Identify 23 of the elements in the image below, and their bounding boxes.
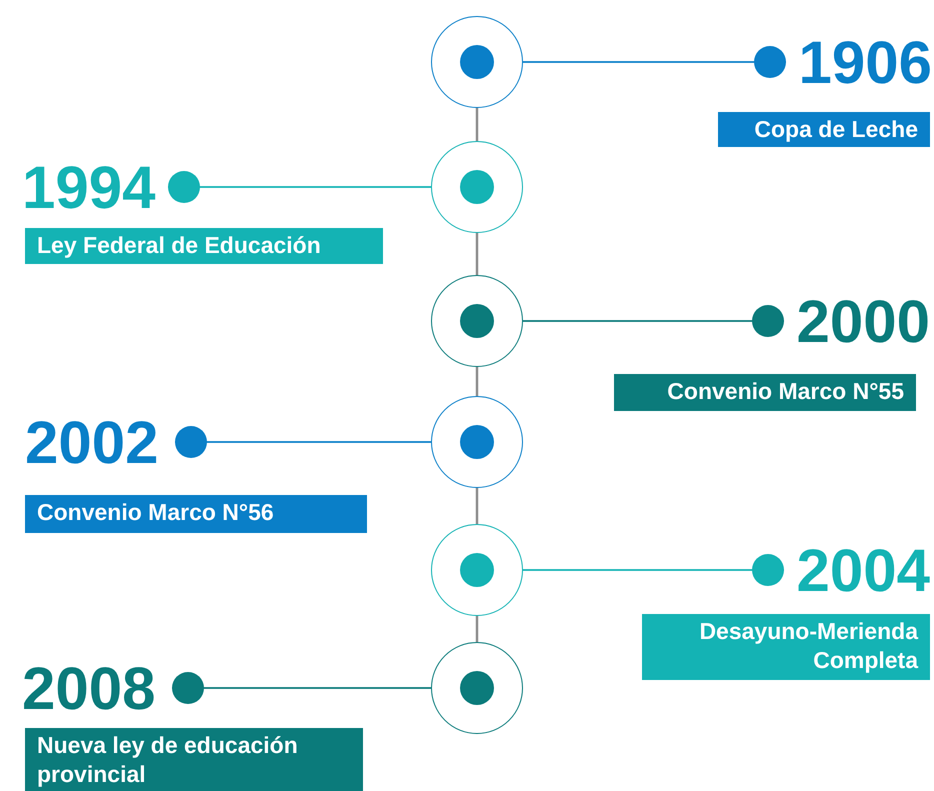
- year-text: 2004: [784, 540, 930, 602]
- year-text: 2000: [784, 291, 930, 353]
- event-label: Ley Federal de Educación: [25, 228, 383, 264]
- connector-line: [476, 367, 478, 396]
- year-text: 2002: [25, 412, 175, 474]
- connector-line: [476, 488, 478, 524]
- connector-line: [476, 108, 478, 141]
- year-text: 2008: [22, 658, 172, 720]
- connector-line: [523, 46, 786, 78]
- connector-line: [476, 233, 478, 275]
- year-text: 1906: [786, 32, 932, 94]
- event-label: Nueva ley de educación provincial: [25, 728, 363, 791]
- connector-line: [172, 672, 431, 704]
- connector-line: [168, 171, 431, 203]
- event-label: Convenio Marco N°55: [614, 374, 916, 411]
- connector-line: [523, 554, 784, 586]
- event-label: Desayuno-Merienda Completa: [642, 614, 930, 680]
- connector-line: [476, 616, 478, 642]
- event-label: Convenio Marco N°56: [25, 495, 367, 533]
- connector-line: [523, 305, 784, 337]
- event-label: Copa de Leche: [718, 112, 930, 147]
- connector-line: [175, 426, 431, 458]
- year-text: 1994: [22, 157, 168, 219]
